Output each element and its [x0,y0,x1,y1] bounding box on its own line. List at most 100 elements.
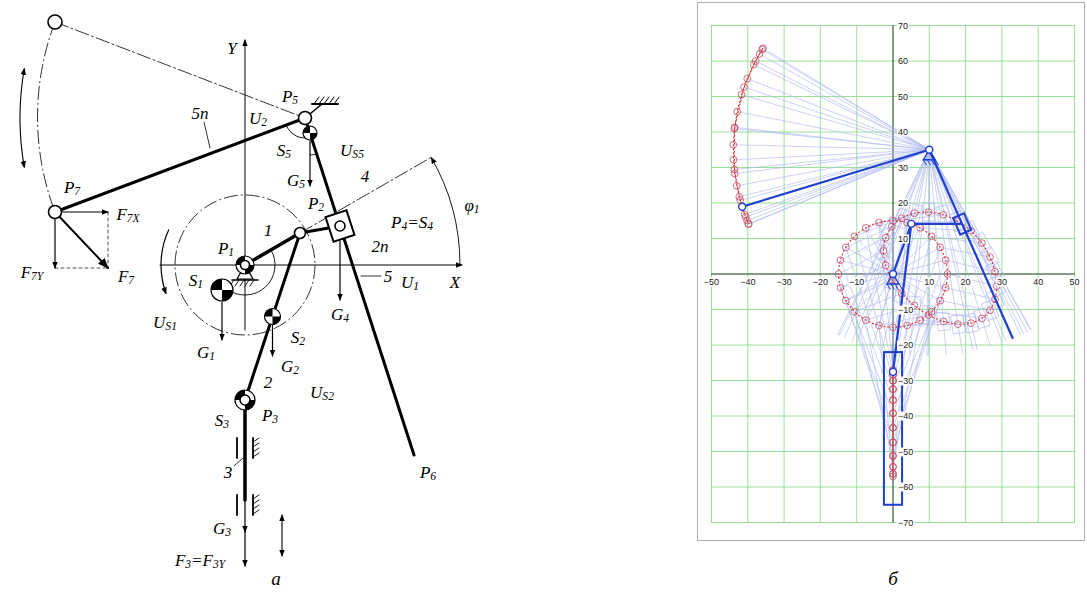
ghost-link [840,265,885,288]
position-marker [940,318,947,325]
position-marker [890,368,897,375]
ground-hatch [931,160,934,165]
ghost-link [737,112,929,150]
position-marker [890,439,897,446]
label-base: U [249,109,261,128]
position-marker [942,257,949,264]
position-marker [968,320,975,327]
position-marker [851,308,858,315]
guide-hatch [253,510,259,514]
link-5n [55,118,305,212]
position-marker [739,203,746,210]
ground-hatch [899,284,902,289]
position-marker [890,453,897,460]
guide-hatch [253,500,259,504]
label-subscript: 3 [185,558,191,571]
slider-4 [326,210,355,242]
position-marker [745,220,752,227]
ghost-link [844,150,929,338]
label-base: U [153,313,165,332]
joint-circle [908,220,915,227]
part-label: 4 [360,168,371,185]
position-marker [731,125,738,132]
position-marker [890,397,897,404]
link-5 [305,118,414,455]
part-label: P5 [281,88,299,105]
ghost-link [893,274,894,327]
label-subscript: 4 [427,220,433,233]
part-label: P4=S4 [390,214,434,231]
x-axis [160,265,462,266]
joint-circle [241,261,250,270]
joint-circle [739,203,746,210]
label-base: G [197,343,209,362]
panel-caption: а [269,569,283,588]
label-subscript: 3 [272,413,278,426]
label-part: = [191,551,202,570]
axis-tick-label: −30 [897,376,914,385]
mass-center-symbol [235,390,255,410]
ghost-link [893,327,894,476]
ground-hatch [923,160,926,165]
position-marker [890,324,897,331]
p7-trajectory [733,48,763,224]
part-label: F7Y [20,264,45,281]
label-base: G [331,305,343,324]
axis-tick-label: 30 [996,278,1008,287]
part-label: F7 [117,268,135,285]
slider-guide [252,495,254,515]
crank-trajectory [839,221,948,328]
position-marker [882,234,889,241]
swing-double-arrow [20,69,24,168]
part-label: S3 [214,412,230,429]
position-marker [940,211,947,218]
part-label: 2 [263,374,274,391]
rocker-arm-link [742,150,929,207]
angle-us5-arc [310,154,317,155]
mass-center-symbol [236,256,254,274]
position-marker [731,170,738,177]
axis-tick-label: 50 [897,92,909,101]
axis-tick-label: 10 [897,234,909,243]
ground-hatch [324,97,329,104]
slider-guide [236,495,238,515]
position-marker [890,410,897,417]
position-marker [911,210,918,217]
label-base: F [118,267,128,286]
part-label: 1 [263,222,274,239]
ghost-link [893,320,920,467]
crank-path-circle [175,195,315,335]
mass-center-quarter [236,256,254,274]
coupler-link [893,224,911,372]
leader-line [234,458,243,466]
label-subscript: 1 [474,203,480,216]
ghost-link [929,150,1012,339]
position-marker [738,91,745,98]
part-label: 5n [191,105,210,122]
position-marker [730,141,737,148]
part-label: P6 [419,464,437,481]
label-base: P [64,178,74,197]
ground-hatch [935,160,938,165]
ghost-link [893,274,946,288]
axis-tick-label: 70 [897,21,909,30]
label-base: S [189,271,198,290]
ghost-link [929,150,1023,334]
leader-line [204,122,210,148]
ghost-link [866,320,893,467]
position-marker [917,224,924,231]
slider-4-block [953,213,971,234]
part-label: U2 [248,110,268,127]
axis-tick-label: −50 [703,278,720,287]
ghost-link [747,79,929,150]
guide-hatch [253,495,259,499]
force-g1-arrow [221,302,222,340]
axis-tick-label: −40 [739,278,756,287]
position-marker [842,244,849,251]
label-subscript: 2 [293,364,299,377]
label-base: φ [464,196,473,215]
part-label: P7 [63,179,81,196]
position-marker [745,221,752,228]
label-base: S [291,328,300,347]
label-base: S [215,411,224,430]
